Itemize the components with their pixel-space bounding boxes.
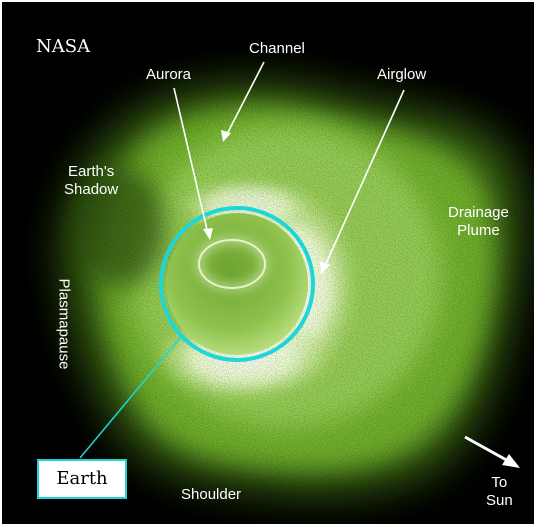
earth-label-box: Earth [37, 459, 127, 499]
channel-pointer-head [221, 130, 231, 142]
aurora-label: Aurora [146, 66, 192, 83]
earth-outline-circle [159, 206, 315, 362]
to-sun-label: To Sun [486, 474, 513, 509]
aurora-oval-core [198, 239, 266, 289]
airglow-pointer-head [320, 261, 330, 274]
plasmasphere-picture [2, 2, 534, 524]
channel-label: Channel [249, 40, 305, 57]
sun-direction-arrow-icon [464, 435, 520, 468]
earth-disc [166, 213, 308, 355]
channel-pointer [225, 61, 265, 137]
plasmapause-label: Plasmapause [55, 278, 73, 370]
earth-label: Earth [56, 468, 108, 489]
earths-shadow-label: Earth's Shadow [64, 163, 119, 198]
plasmasphere-image: NASA Channel Aurora Airglow Earth's Shad… [2, 2, 534, 524]
drainage-plume-label: Drainage Plume [448, 204, 509, 239]
aurora-pointer [173, 87, 209, 235]
airglow-pointer [323, 89, 405, 269]
aurora-pointer-head [203, 228, 213, 240]
shoulder-label: Shoulder [181, 486, 242, 503]
credit-label: NASA [36, 36, 91, 57]
airglow-label: Airglow [377, 66, 427, 83]
earth-connector-line [79, 337, 181, 459]
